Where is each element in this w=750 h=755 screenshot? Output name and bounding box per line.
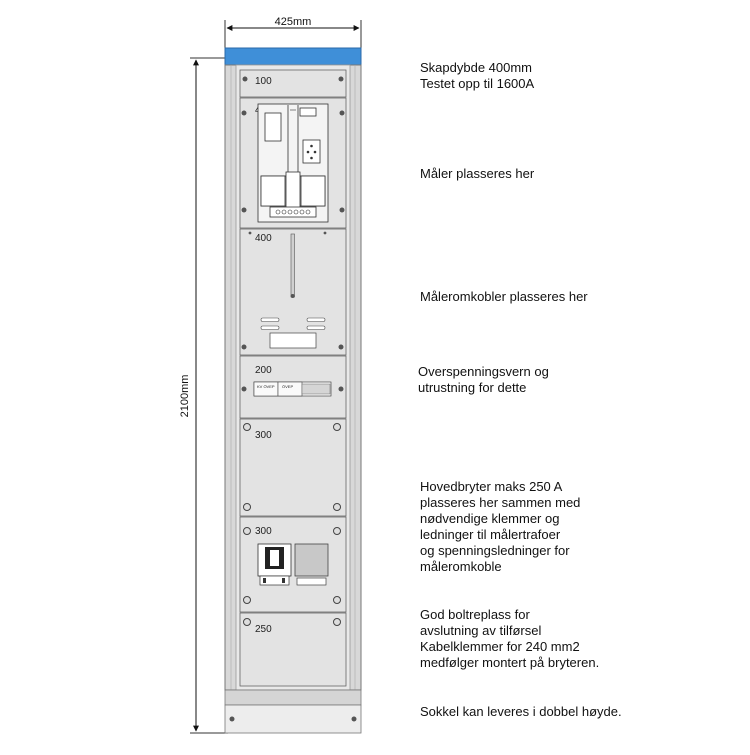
cabinet: 100 400 <box>224 47 362 734</box>
cabinet-base <box>224 689 362 734</box>
screw-icon <box>242 76 248 82</box>
meter-icon <box>257 103 329 223</box>
meter-switch-icon <box>260 233 326 349</box>
screw-icon <box>323 231 327 235</box>
note-surge: Overspenningsvern og utrustning for dett… <box>418 364 549 395</box>
screw-icon <box>333 503 341 511</box>
height-dimension: 2100mm <box>179 57 228 734</box>
height-dimension-label: 2100mm <box>179 375 191 418</box>
screw-icon <box>243 527 251 535</box>
module-main-switch: 300 <box>239 516 347 613</box>
module-meter: 400 <box>239 97 347 229</box>
module-label: 300 <box>255 526 272 537</box>
note-meter: Måler plasseres her <box>420 166 535 181</box>
screw-icon <box>241 386 247 392</box>
module-100: 100 <box>239 69 347 98</box>
module-label: 400 <box>255 233 272 244</box>
screw-icon <box>338 386 344 392</box>
note-meter-switch: Måleromkobler plasseres her <box>420 289 588 304</box>
module-meter-switch: 400 <box>239 228 347 356</box>
screw-icon <box>243 503 251 511</box>
module-label: 200 <box>255 365 272 376</box>
main-switch-icon <box>257 543 329 586</box>
screw-icon <box>351 716 357 722</box>
width-dimension-label: 425mm <box>275 16 312 28</box>
screw-icon <box>229 716 235 722</box>
screw-icon <box>243 423 251 431</box>
screw-icon <box>243 596 251 604</box>
screw-icon <box>339 207 345 213</box>
note-bolt-space: God boltreplass for avslutning av tilfør… <box>420 607 600 670</box>
module-label: 300 <box>255 430 272 441</box>
surge-label-right: ÖVEP <box>282 384 293 389</box>
screw-icon <box>333 618 341 626</box>
note-main-switch: Hovedbryter maks 250 A plasseres her sam… <box>420 479 581 574</box>
screw-icon <box>243 618 251 626</box>
note-depth: Skapdybde 400mm Testet opp til 1600A <box>420 60 535 91</box>
surge-label-left: KV ÖVEP <box>257 384 275 389</box>
surge-protector-icon: KV ÖVEP ÖVEP <box>253 381 332 397</box>
module-label: 100 <box>255 76 272 87</box>
screw-icon <box>333 596 341 604</box>
screw-icon <box>338 76 344 82</box>
screw-icon <box>338 344 344 350</box>
screw-icon <box>248 231 252 235</box>
screw-icon <box>333 527 341 535</box>
module-label: 250 <box>255 624 272 635</box>
screw-icon <box>241 344 247 350</box>
module-surge: 200 KV ÖVEP ÖVEP <box>239 355 347 419</box>
cabinet-top-cap <box>224 47 362 66</box>
module-main-switch-blank: 300 <box>239 418 347 517</box>
screw-icon <box>339 110 345 116</box>
screw-icon <box>333 423 341 431</box>
note-base: Sokkel kan leveres i dobbel høyde. <box>420 704 622 719</box>
module-cable-termination: 250 <box>239 612 347 687</box>
screw-icon <box>241 207 247 213</box>
screw-icon <box>241 110 247 116</box>
width-dimension: 425mm <box>224 16 362 48</box>
